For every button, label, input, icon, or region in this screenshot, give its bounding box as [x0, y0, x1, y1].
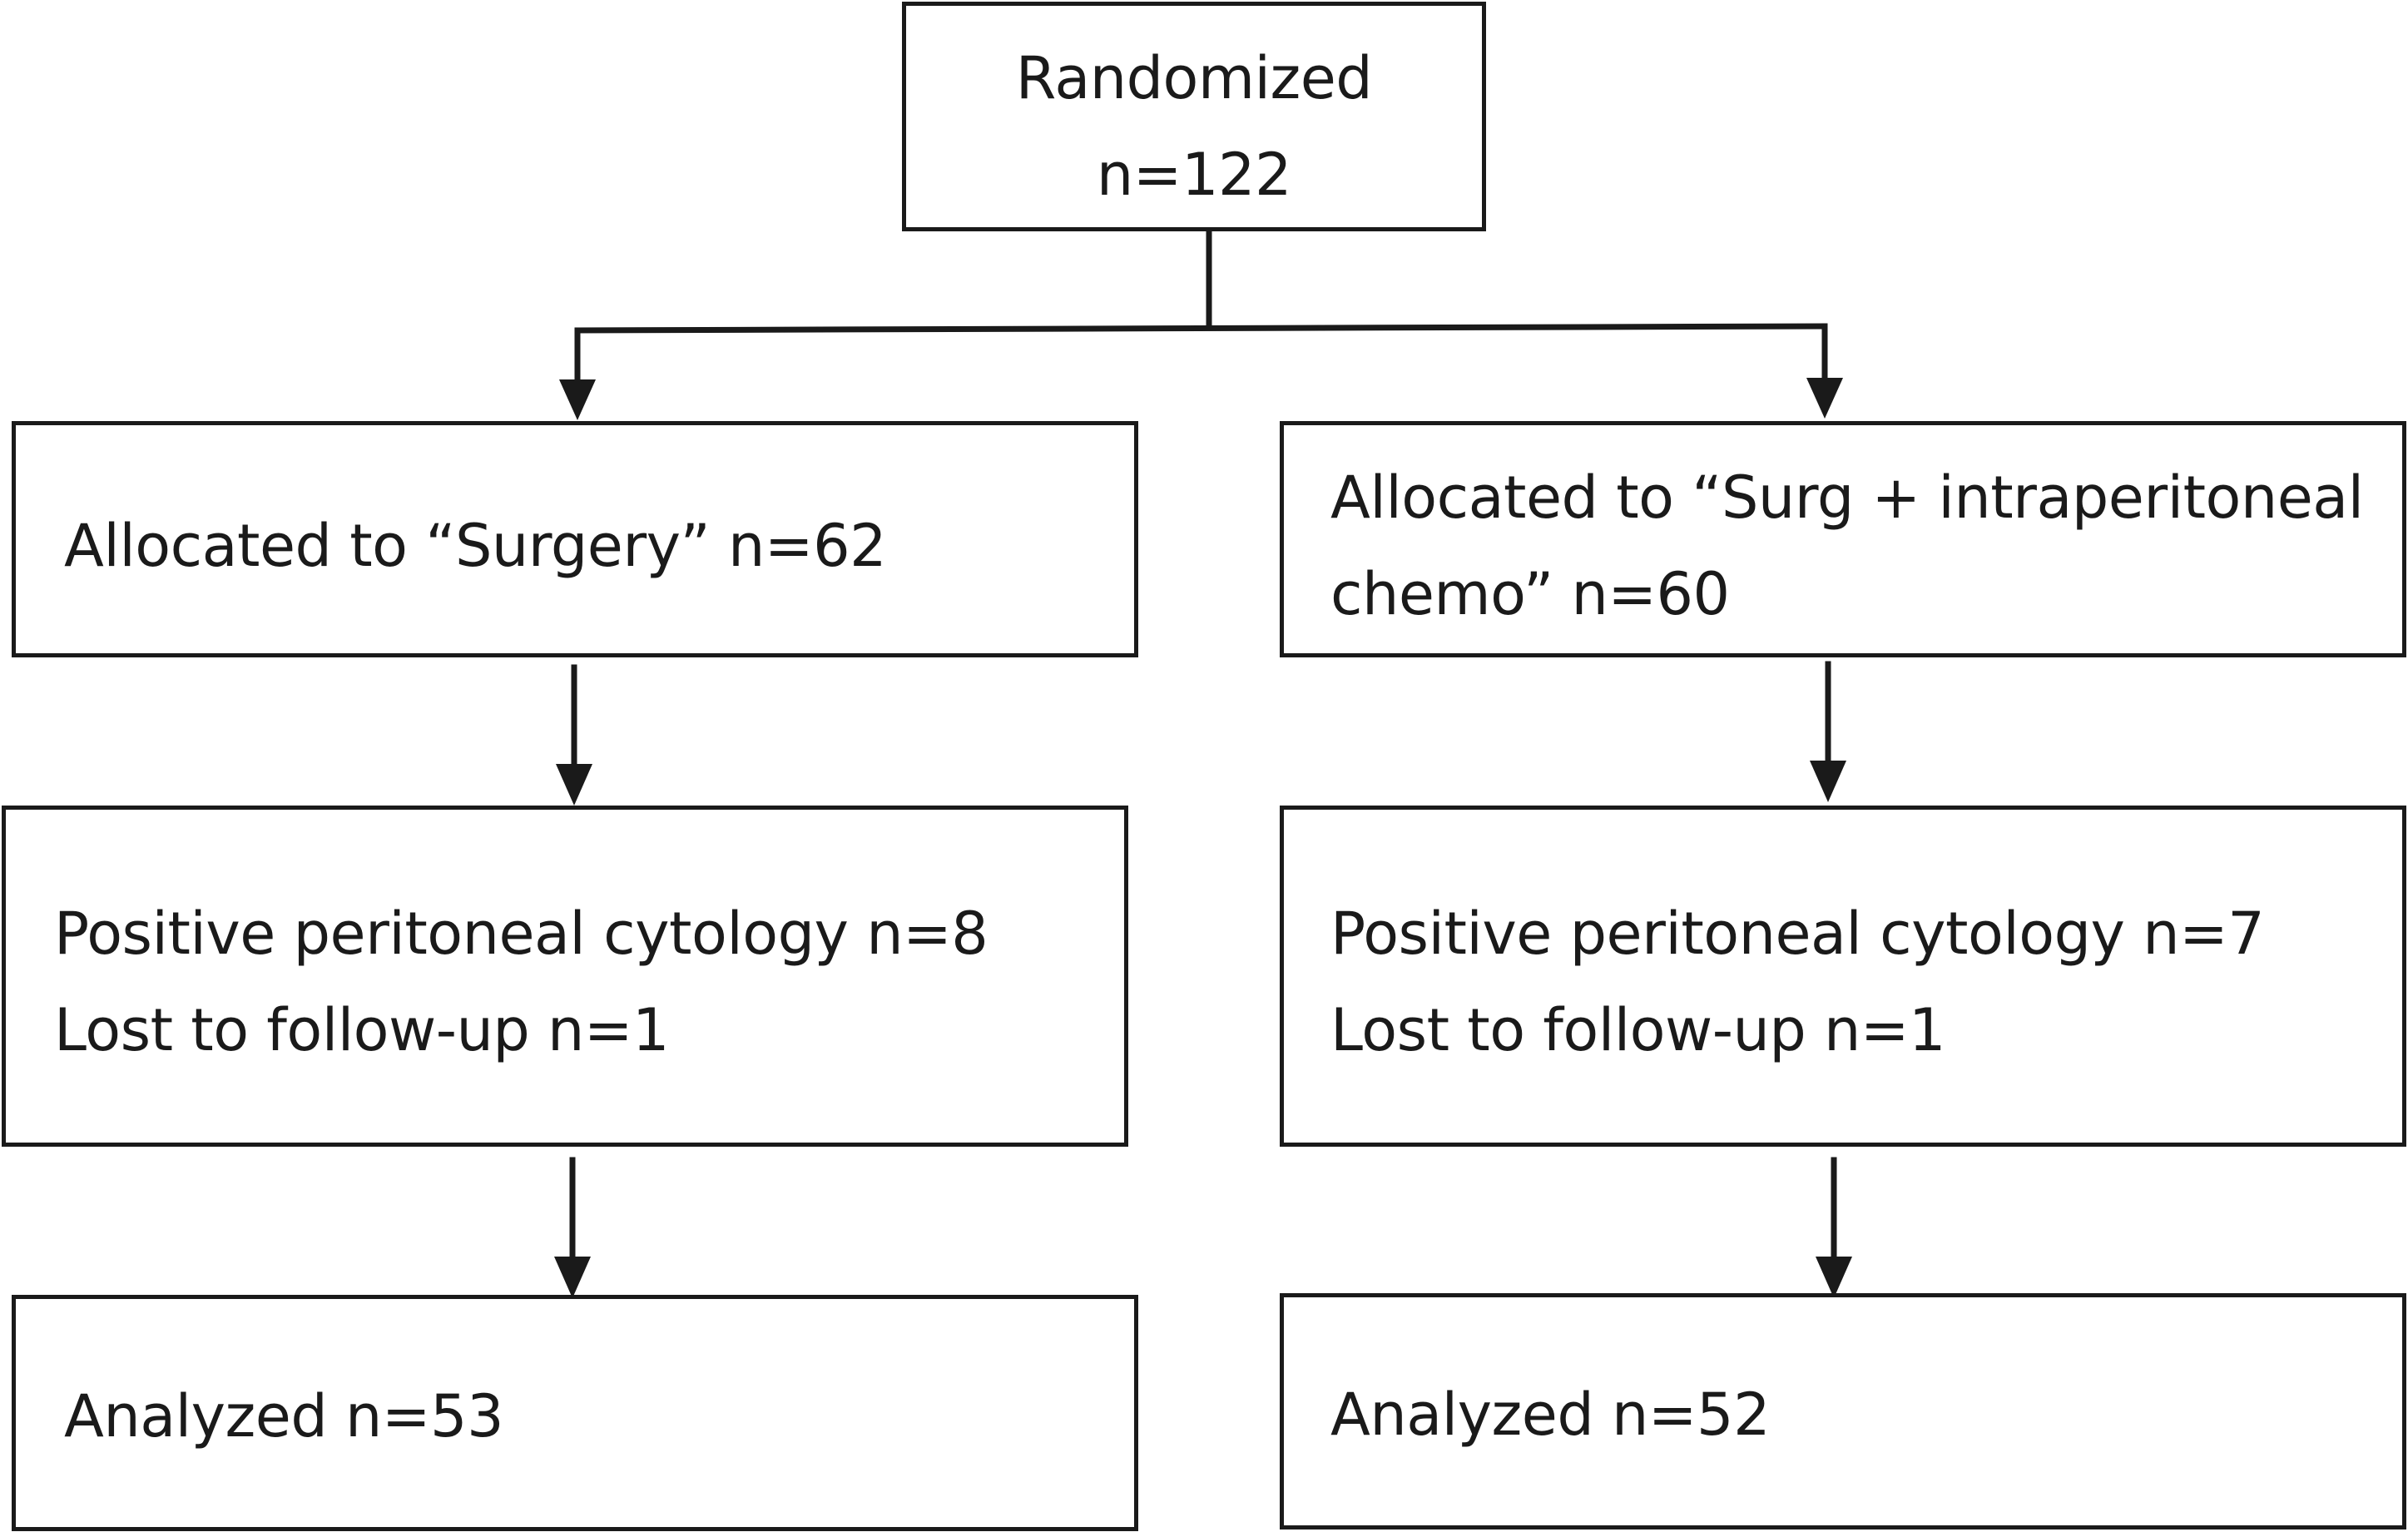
chemo-analyzed-box: Analyzed n=52 — [1280, 1293, 2406, 1530]
randomized-title: Randomized — [1015, 44, 1373, 112]
surgery-exclusion-box: Positive peritoneal cytology n=8 Lost to… — [2, 806, 1128, 1147]
surgery-exclusion-cytology: Positive peritoneal cytology n=8 — [54, 900, 988, 968]
chemo-analyzed-text: Analyzed n=52 — [1330, 1381, 1771, 1449]
chemo-allocation-text-line2: chemo” n=60 — [1330, 560, 1730, 628]
chemo-exclusion-lost: Lost to follow-up n=1 — [1330, 996, 1946, 1064]
randomized-box: Randomized n=122 — [902, 2, 1486, 231]
left-arrowhead-1 — [556, 764, 592, 806]
surgery-allocation-box: Allocated to “Surgery” n=62 — [12, 421, 1138, 657]
right-arrowhead-1 — [1810, 761, 1846, 802]
chemo-allocation-box: Allocated to “Surg + intraperitoneal che… — [1280, 421, 2406, 657]
chemo-allocation-text-line1: Allocated to “Surg + intraperitoneal — [1330, 464, 2364, 532]
split-line — [574, 323, 1828, 334]
chemo-exclusion-box: Positive peritoneal cytology n=7 Lost to… — [1280, 806, 2406, 1147]
right-branch-arrowhead — [1806, 378, 1843, 419]
right-arrowhead-2 — [1816, 1257, 1852, 1298]
chemo-exclusion-cytology: Positive peritoneal cytology n=7 — [1330, 900, 2265, 968]
left-branch-arrowhead — [559, 379, 596, 420]
left-arrowhead-2 — [554, 1257, 591, 1298]
randomized-count: n=122 — [1096, 141, 1292, 209]
surgery-exclusion-lost: Lost to follow-up n=1 — [54, 996, 670, 1064]
surgery-allocation-text: Allocated to “Surgery” n=62 — [64, 512, 887, 580]
surgery-analyzed-box: Analyzed n=53 — [12, 1295, 1138, 1531]
surgery-analyzed-text: Analyzed n=53 — [64, 1382, 504, 1450]
